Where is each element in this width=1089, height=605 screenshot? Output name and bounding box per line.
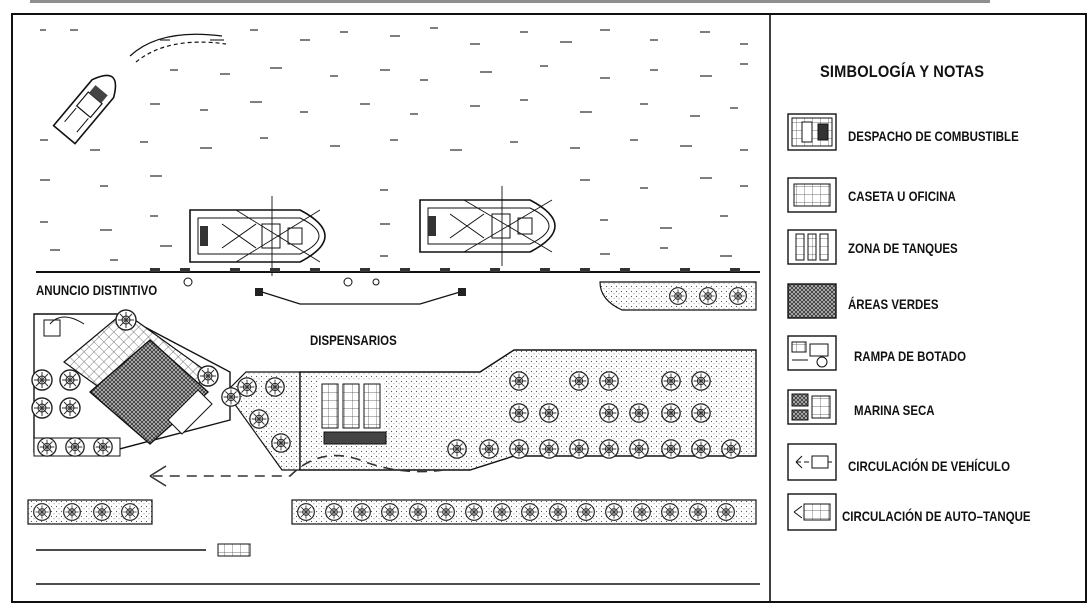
- central-planter: [221, 371, 301, 471]
- legend-label: CIRCULACIÓN DE AUTO–TANQUE: [842, 508, 1031, 524]
- dispensers-label: DISPENSARIOS: [310, 332, 397, 348]
- docked-boat-2: [419, 186, 556, 266]
- road-marker: [217, 543, 251, 557]
- lower-planter-west: [27, 499, 153, 525]
- docked-boat-1: [189, 196, 326, 276]
- legend-label: ZONA DE TANQUES: [848, 240, 958, 256]
- water-marks: [40, 27, 748, 261]
- legend-item-tank-zone: ZONA DE TANQUES: [788, 230, 1088, 270]
- legend-item-tanker-circulation: CIRCULACIÓN DE AUTO–TANQUE: [788, 494, 1088, 534]
- legend-item-fuel-dispatch: DESPACHO DE COMBUSTIBLE: [788, 114, 1088, 154]
- lower-planter-east: [291, 499, 757, 525]
- legend-symbols: [787, 113, 837, 531]
- dispensers-bracket: [255, 288, 466, 305]
- legend-title: SIMBOLOGÍA Y NOTAS: [820, 62, 985, 81]
- vehicle-circulation-path: [149, 454, 445, 487]
- moving-boat: [52, 74, 117, 145]
- legend-label: CIRCULACIÓN DE VEHÍCULO: [848, 458, 1011, 474]
- legend-item-vehicle-circulation: CIRCULACIÓN DE VEHÍCULO: [788, 444, 1088, 484]
- legend-label: ÁREAS VERDES: [848, 296, 939, 312]
- legend-label: MARINA SECA: [854, 402, 935, 418]
- sign-label: ANUNCIO DISTINTIVO: [36, 282, 158, 298]
- legend-item-launch-ramp: RAMPA DE BOTADO: [788, 336, 1088, 376]
- legend-label: RAMPA DE BOTADO: [854, 348, 967, 364]
- green-area-east: [299, 349, 757, 471]
- west-lot: [31, 309, 231, 457]
- legend-item-dry-marina: MARINA SECA: [788, 390, 1088, 430]
- legend-label: CASETA U OFICINA: [848, 188, 956, 204]
- green-strip-east: [599, 281, 757, 311]
- cropped-caption-strip: [0, 0, 1089, 11]
- legend-item-booth-office: CASETA U OFICINA: [788, 178, 1088, 218]
- legend-label: DESPACHO DE COMBUSTIBLE: [848, 128, 1019, 144]
- legend-item-green-areas: ÁREAS VERDES: [788, 284, 1088, 324]
